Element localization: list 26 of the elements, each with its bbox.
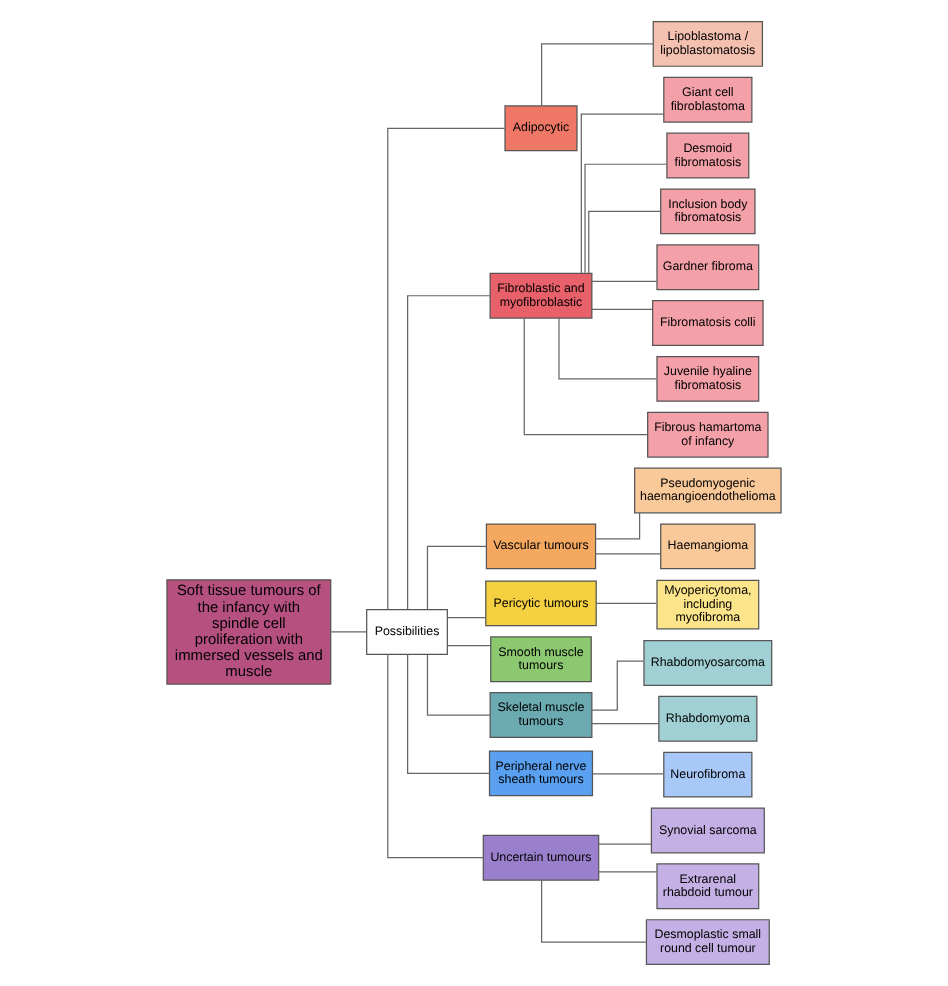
connector — [598, 871, 658, 873]
connector — [595, 602, 658, 605]
connector — [595, 553, 661, 555]
connector — [387, 653, 484, 859]
connector — [446, 617, 487, 619]
connector — [387, 127, 506, 610]
connector — [588, 210, 662, 274]
connector — [558, 317, 658, 380]
connector — [541, 43, 654, 107]
connector — [584, 163, 668, 274]
connector — [591, 308, 654, 310]
connector — [523, 318, 648, 436]
connector — [580, 113, 665, 274]
connector — [426, 654, 491, 716]
connector — [591, 280, 658, 283]
connector — [591, 723, 659, 725]
connector — [591, 660, 645, 711]
connector — [330, 631, 368, 633]
connector — [407, 653, 491, 774]
connector — [592, 773, 664, 775]
connector — [598, 843, 652, 845]
connector — [426, 545, 487, 611]
connector — [541, 879, 648, 943]
connector — [446, 644, 492, 647]
connector — [407, 295, 491, 610]
connector — [595, 512, 641, 540]
